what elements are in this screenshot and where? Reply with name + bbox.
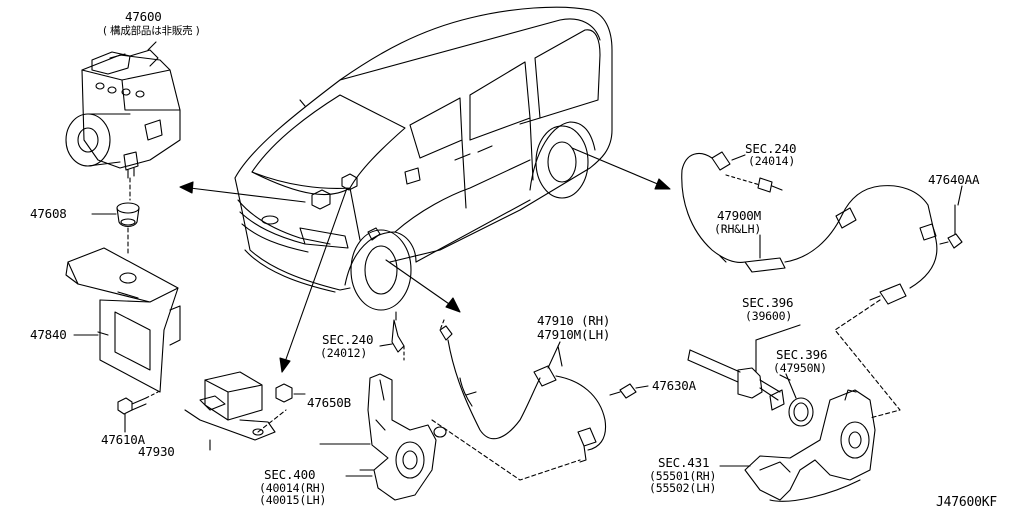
callout-sec431-rh: (55501(RH) (649, 469, 717, 483)
callout-47900M: 47900M (717, 208, 761, 223)
callout-sec240-top: SEC.240 (745, 141, 797, 156)
drive-shaft (687, 339, 814, 427)
callout-47930: 47930 (138, 444, 175, 459)
callout-sec431: SEC.431 (658, 455, 710, 470)
callout-47640AA: 47640AA (928, 172, 980, 187)
abs-actuator-unit (65, 49, 181, 201)
vehicle-illustration (234, 6, 613, 311)
callout-sec396-b: SEC.396 (776, 347, 828, 362)
rear-axle-housing (719, 389, 876, 502)
bolt-47610A (117, 391, 159, 433)
nut-47650B (275, 383, 306, 403)
callout-sec400-lh: (40015(LH) (259, 493, 327, 507)
callout-sec431-lh: (55502(LH) (649, 481, 717, 495)
callout-47840: 47840 (30, 327, 67, 342)
callout-47600-note: ( 構成部品は非販売 ) (103, 25, 200, 37)
yaw-sensor-47930 (184, 371, 287, 451)
callout-sec240-mid: SEC.240 (322, 332, 374, 347)
callout-sec240-mid-sub: (24012) (320, 346, 368, 360)
diagram-id: J47600KF (936, 495, 998, 510)
callout-47630A: 47630A (652, 378, 696, 393)
callout-47650B: 47650B (307, 395, 351, 410)
front-wheel-sensor (431, 319, 649, 481)
callout-sec400: SEC.400 (264, 467, 316, 482)
callout-sec396-b-sub: (47950N) (773, 361, 827, 375)
callout-sec396-a-sub: (39600) (745, 309, 793, 323)
leader-arrows (179, 147, 671, 373)
steering-knuckle (359, 373, 447, 501)
callout-sec396-a: SEC.396 (742, 295, 794, 310)
rear-wheel-sensor (681, 151, 963, 419)
bracket-47840 (65, 247, 181, 393)
callout-leaders (147, 41, 963, 477)
callout-sec400-rh: (40014(RH) (259, 481, 327, 495)
callout-47910-rh: 47910 (RH) (537, 313, 611, 328)
bushing-47608 (91, 202, 140, 257)
callout-47910M-lh: 47910M(LH) (537, 327, 611, 342)
callout-47900M-sub: (RH&LH) (714, 222, 762, 236)
callout-sec240-top-sub: (24014) (748, 154, 796, 168)
connector-24012 (379, 311, 405, 361)
callout-47600: 47600 (125, 9, 162, 24)
callout-47610A: 47610A (101, 432, 145, 447)
callout-47608: 47608 (30, 206, 67, 221)
